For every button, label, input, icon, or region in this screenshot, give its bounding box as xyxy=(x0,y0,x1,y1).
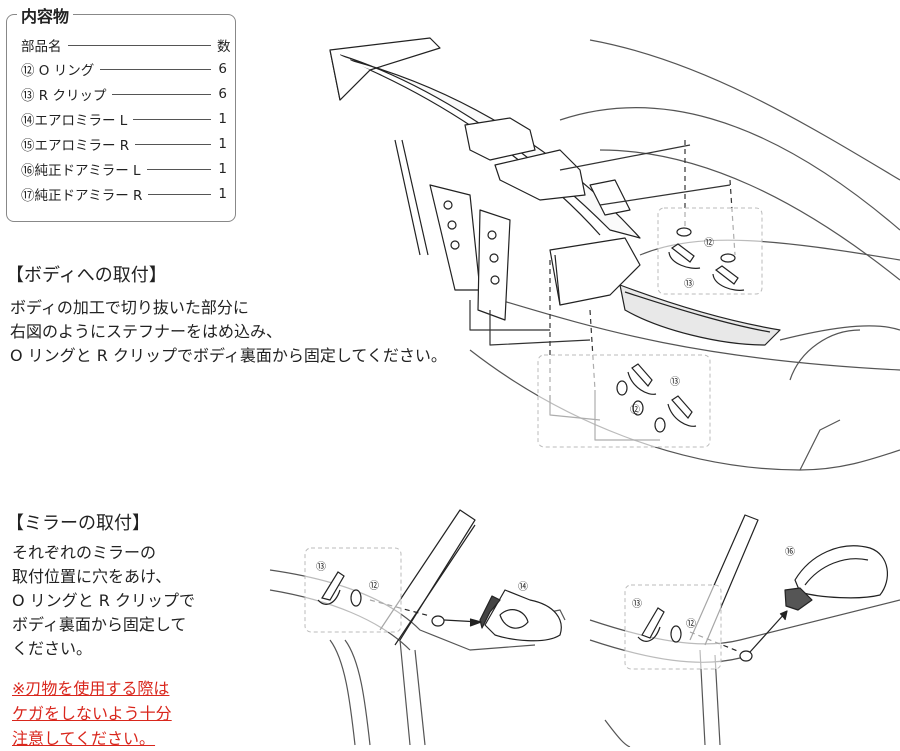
mirror-install-text: それぞれのミラーの 取付位置に穴をあけ、 O リングと R クリップで ボディ裏… xyxy=(12,541,195,661)
mirror-line-3: O リングと R クリップで xyxy=(12,591,195,610)
body-install-text: ボディの加工で切り抜いた部分に 右図のようにステフナーをはめ込み、 O リングと… xyxy=(10,296,447,368)
safety-warning: ※刃物を使用する際は ケガをしないよう十分 注意してください。 xyxy=(12,676,172,751)
zoom-box-wing-lower xyxy=(537,354,711,448)
list-item: ⑭エアロミラー L 1 xyxy=(21,109,227,129)
callout-r-clip: ⑬ xyxy=(632,598,642,610)
leader-line xyxy=(133,118,211,120)
part-qty: 6 xyxy=(218,61,227,77)
part-qty: 1 xyxy=(218,136,227,152)
callout-o-ring: ⑫ xyxy=(369,580,379,592)
mirror-line-4: ボディ裏面から固定して xyxy=(12,615,187,634)
part-name: ⑭エアロミラー L xyxy=(21,113,128,129)
part-qty: 1 xyxy=(218,111,227,127)
leader-line xyxy=(67,44,211,46)
header-name: 部品名 xyxy=(21,39,62,55)
zoom-box-aero-mirror xyxy=(304,547,402,633)
body-line-2: 右図のようにステフナーをはめ込み、 xyxy=(10,322,283,341)
zoom-box-wing-upper xyxy=(657,207,763,295)
leader-line xyxy=(100,68,211,70)
callout-aero-mirror: ⑭ xyxy=(518,581,528,593)
mirror-install-heading: 【ミラーの取付】 xyxy=(6,513,150,534)
leader-line xyxy=(146,168,211,170)
warning-line-2: ケガをしないよう十分 xyxy=(12,704,172,723)
parts-list-title: 内容物 xyxy=(17,3,74,27)
part-qty: 1 xyxy=(218,161,227,177)
body-line-3: O リングと R クリップでボディ裏面から固定してください。 xyxy=(10,346,447,365)
part-name: ⑬ R クリップ xyxy=(21,88,107,104)
mirror-line-5: ください。 xyxy=(12,639,93,658)
mirror-line-1: それぞれのミラーの xyxy=(12,543,157,562)
leader-line xyxy=(135,143,211,145)
warning-line-3: 注意してください。 xyxy=(12,729,156,748)
list-item: ⑮エアロミラー R 1 xyxy=(21,134,227,154)
parts-list-box: 内容物 部品名 数 ⑫ O リング 6 ⑬ R クリップ 6 ⑭エアロミラー L… xyxy=(6,3,236,222)
zoom-box-oem-mirror xyxy=(624,584,722,670)
callout-o-ring: ⑫ xyxy=(704,237,714,249)
callout-o-ring: ⑫ xyxy=(630,404,640,416)
leader-line xyxy=(112,93,211,95)
part-name: ⑰純正ドアミラー R xyxy=(21,188,143,204)
callout-oem-mirror: ⑯ xyxy=(785,546,795,558)
part-name: ⑫ O リング xyxy=(21,63,95,79)
warning-line-1: ※刃物を使用する際は xyxy=(12,679,170,698)
part-qty: 1 xyxy=(218,186,227,202)
list-item: ⑬ R クリップ 6 xyxy=(21,84,227,104)
list-item: ⑫ O リング 6 xyxy=(21,59,227,79)
part-qty: 6 xyxy=(218,86,227,102)
part-name: ⑮エアロミラー R xyxy=(21,138,130,154)
part-name: ⑯純正ドアミラー L xyxy=(21,163,141,179)
callout-r-clip: ⑬ xyxy=(684,278,694,290)
body-line-1: ボディの加工で切り抜いた部分に xyxy=(10,298,249,317)
leader-line xyxy=(148,193,211,195)
list-item: ⑰純正ドアミラー R 1 xyxy=(21,184,227,204)
callout-r-clip: ⑬ xyxy=(316,561,326,573)
list-item: ⑯純正ドアミラー L 1 xyxy=(21,159,227,179)
callout-r-clip: ⑬ xyxy=(670,376,680,388)
body-install-heading: 【ボディへの取付】 xyxy=(6,265,167,286)
callout-o-ring: ⑫ xyxy=(686,618,696,630)
aero-mirror-illustration xyxy=(269,509,566,746)
mirror-line-2: 取付位置に穴をあけ、 xyxy=(12,567,172,586)
